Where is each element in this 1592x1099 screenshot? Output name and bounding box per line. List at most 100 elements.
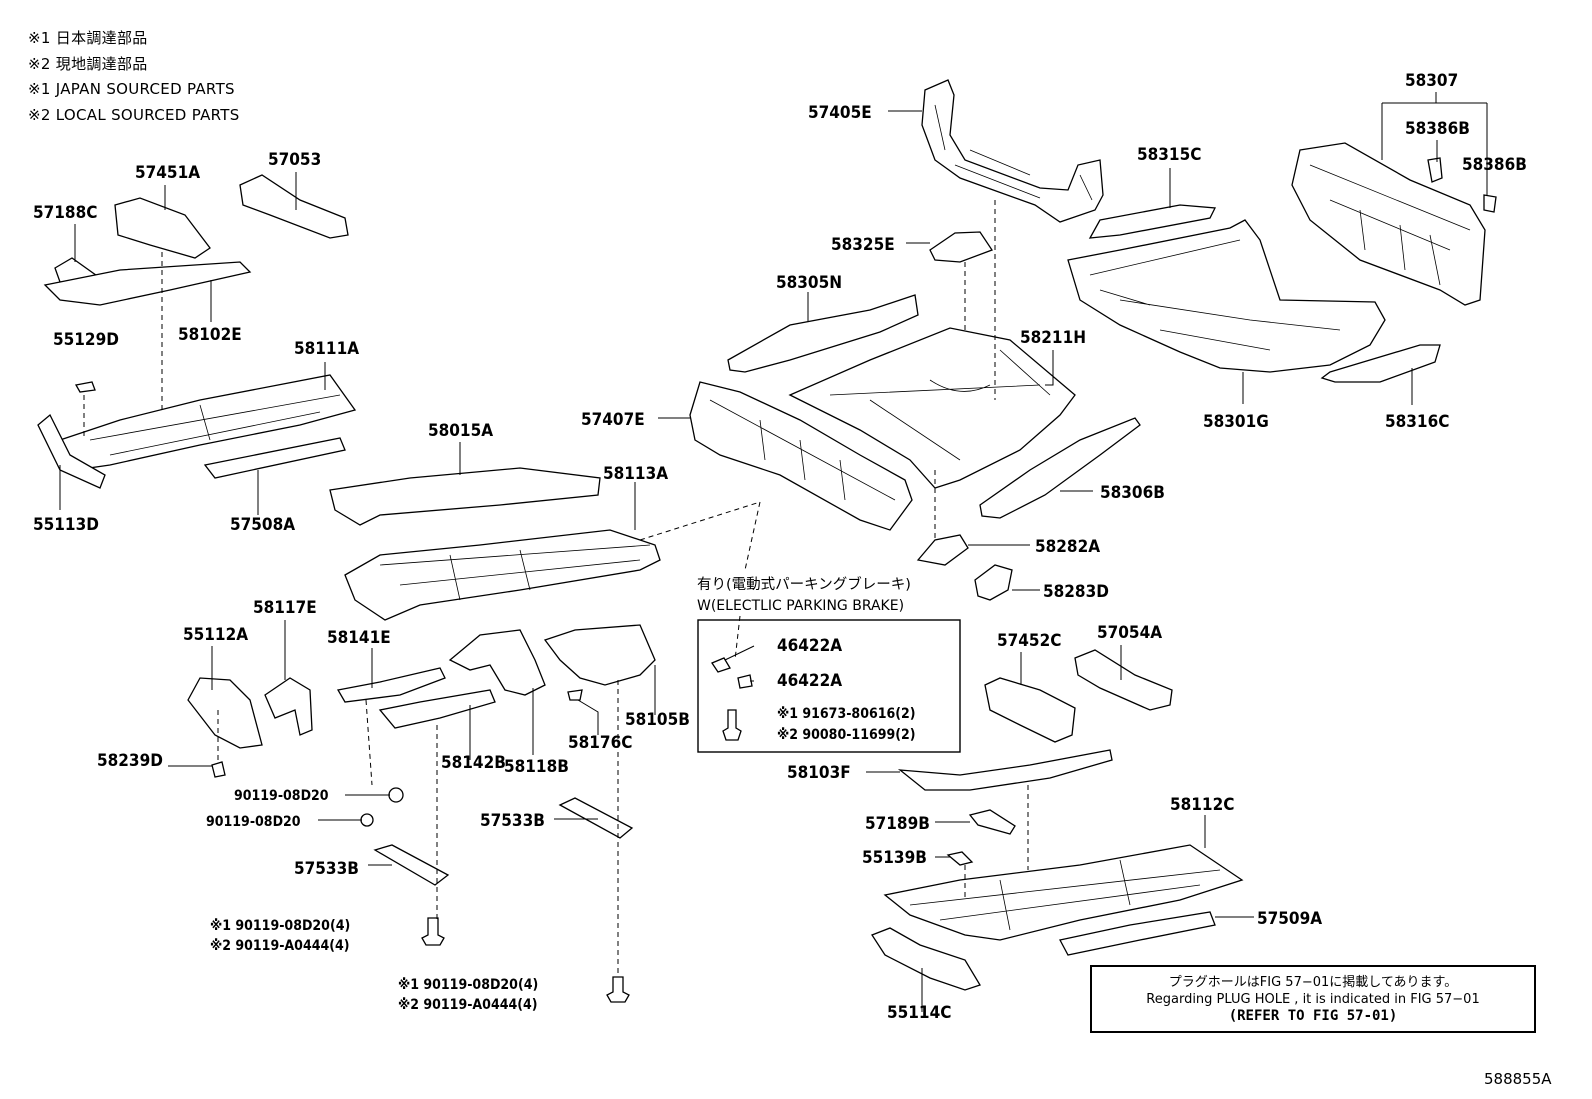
reference-note: プラグホールはFIG 57−01に掲載してあります。 Regarding PLU… bbox=[1090, 965, 1536, 1033]
part-58176C-shape[interactable] bbox=[567, 689, 583, 701]
label-58239D: 58239D bbox=[97, 751, 163, 771]
label-58117E: 58117E bbox=[253, 598, 317, 618]
label-57508A: 57508A bbox=[230, 515, 295, 535]
part-57533B-b-shape[interactable] bbox=[558, 797, 634, 839]
figure-id: 588855A bbox=[1484, 1070, 1552, 1088]
legend-line-4: ※2 LOCAL SOURCED PARTS bbox=[28, 105, 240, 124]
label-58142B: 58142B bbox=[441, 753, 506, 773]
label-57053: 57053 bbox=[268, 150, 321, 170]
part-57509A-shape[interactable] bbox=[1059, 911, 1216, 956]
label-58305N: 58305N bbox=[776, 273, 842, 293]
option-title: 有り(電動式パーキングブレーキ) bbox=[697, 577, 911, 593]
label-57407E: 57407E bbox=[581, 410, 645, 430]
note-line-2: Regarding PLUG HOLE , it is indicated in… bbox=[1146, 992, 1480, 1007]
label-90119-a: 90119-08D20 bbox=[234, 788, 329, 804]
legend: ※1 日本調達部品 ※2 現地調達部品 ※1 JAPAN SOURCED PAR… bbox=[28, 26, 240, 128]
bolt-set-left-2: ※2 90119-A0444(4) bbox=[210, 938, 350, 954]
label-57451A: 57451A bbox=[135, 163, 200, 183]
part-58141E-shape[interactable] bbox=[336, 667, 446, 703]
part-58211H-shape[interactable] bbox=[788, 327, 1076, 489]
bolt-set-right-2: ※2 90119-A0444(4) bbox=[398, 997, 538, 1013]
label-58103F: 58103F bbox=[787, 763, 851, 783]
label-46422A-a: 46422A bbox=[777, 636, 842, 656]
part-58117E-shape[interactable] bbox=[264, 677, 313, 736]
brake-clip-b[interactable] bbox=[737, 674, 753, 689]
part-58103F-shape[interactable] bbox=[897, 749, 1113, 791]
part-labels: 57405E 58307 58386B 58386B 58315C 58325E… bbox=[33, 71, 1527, 1023]
bolt-90119-a[interactable] bbox=[388, 787, 404, 803]
part-58386B-clip-b[interactable] bbox=[1483, 194, 1497, 213]
label-58325E: 58325E bbox=[831, 235, 895, 255]
label-57509A: 57509A bbox=[1257, 909, 1322, 929]
part-57053-shape[interactable] bbox=[239, 174, 349, 239]
label-58315C: 58315C bbox=[1137, 145, 1201, 165]
part-58325E-shape[interactable] bbox=[929, 231, 993, 263]
bolt-set-left[interactable] bbox=[421, 917, 445, 946]
part-58305N-shape[interactable] bbox=[727, 294, 919, 373]
option-subtitle: W(ELECTLIC PARKING BRAKE) bbox=[697, 598, 905, 614]
label-58141E: 58141E bbox=[327, 628, 391, 648]
label-55113D: 55113D bbox=[33, 515, 99, 535]
part-58105B-shape[interactable] bbox=[543, 624, 656, 686]
leader-lines bbox=[59, 92, 1488, 1012]
part-58316C-shape[interactable] bbox=[1320, 344, 1441, 383]
bolt-set-brake-2: ※2 90080-11699(2) bbox=[777, 727, 916, 743]
part-55139B-shape[interactable] bbox=[946, 851, 974, 866]
label-58283D: 58283D bbox=[1043, 582, 1109, 602]
part-57452C-shape[interactable] bbox=[984, 677, 1076, 743]
brake-clip-a[interactable] bbox=[711, 657, 731, 673]
bolt-90119-b[interactable] bbox=[360, 813, 374, 827]
label-57533B-b: 57533B bbox=[480, 811, 545, 831]
part-58239D-shape[interactable] bbox=[211, 761, 226, 778]
part-55112A-shape[interactable] bbox=[187, 677, 263, 749]
label-58211H: 58211H bbox=[1020, 328, 1086, 348]
label-58105B: 58105B bbox=[625, 710, 690, 730]
part-57054A-shape[interactable] bbox=[1074, 649, 1173, 711]
option-box bbox=[697, 619, 961, 753]
label-58386B-a: 58386B bbox=[1405, 119, 1470, 139]
part-58112C-shape[interactable] bbox=[883, 844, 1244, 941]
label-58015A: 58015A bbox=[428, 421, 493, 441]
part-57533B-a-shape[interactable] bbox=[373, 844, 450, 886]
part-57405E-shape[interactable] bbox=[921, 79, 1104, 223]
part-58113A-shape[interactable] bbox=[344, 529, 661, 621]
label-55112A: 55112A bbox=[183, 625, 248, 645]
label-58102E: 58102E bbox=[178, 325, 242, 345]
part-58118B-shape[interactable] bbox=[448, 629, 546, 696]
label-57533B-a: 57533B bbox=[294, 859, 359, 879]
part-55114C-shape[interactable] bbox=[871, 927, 981, 991]
part-58282A-shape[interactable] bbox=[916, 534, 969, 566]
part-57189B-shape[interactable] bbox=[968, 809, 1016, 835]
part-57407E-shape[interactable] bbox=[689, 381, 913, 531]
part-58283D-shape[interactable] bbox=[974, 564, 1013, 601]
label-57452C: 57452C bbox=[997, 631, 1061, 651]
part-58315C-shape[interactable] bbox=[1088, 204, 1217, 239]
part-58102E-shape[interactable] bbox=[43, 261, 252, 306]
label-57188C: 57188C bbox=[33, 203, 97, 223]
note-line-1: プラグホールはFIG 57−01に掲載してあります。 bbox=[1168, 975, 1458, 990]
part-58015A-shape[interactable] bbox=[329, 467, 601, 526]
part-55129D-shape[interactable] bbox=[74, 381, 96, 393]
label-58111A: 58111A bbox=[294, 339, 359, 359]
label-58118B: 58118B bbox=[504, 757, 569, 777]
label-57405E: 57405E bbox=[808, 103, 872, 123]
part-58386B-clip-a[interactable] bbox=[1427, 157, 1443, 183]
part-57508A-shape[interactable] bbox=[203, 437, 346, 479]
dashed-lines bbox=[83, 200, 1029, 975]
bolt-set-right[interactable] bbox=[606, 976, 630, 1003]
part-58142B-shape[interactable] bbox=[378, 689, 496, 729]
note-line-3: (REFER TO FIG 57-01) bbox=[1228, 1008, 1398, 1024]
label-46422A-b: 46422A bbox=[777, 671, 842, 691]
brake-bolt[interactable] bbox=[722, 709, 742, 741]
part-58301G-shape[interactable] bbox=[1067, 219, 1386, 373]
label-55129D: 55129D bbox=[53, 330, 119, 350]
part-58307-shape[interactable] bbox=[1291, 142, 1486, 306]
label-57054A: 57054A bbox=[1097, 623, 1162, 643]
label-58306B: 58306B bbox=[1100, 483, 1165, 503]
label-58307: 58307 bbox=[1405, 71, 1458, 91]
part-57451A-shape[interactable] bbox=[114, 197, 211, 259]
label-58386B-b: 58386B bbox=[1462, 155, 1527, 175]
part-58306B-shape[interactable] bbox=[979, 417, 1141, 519]
label-58113A: 58113A bbox=[603, 464, 668, 484]
